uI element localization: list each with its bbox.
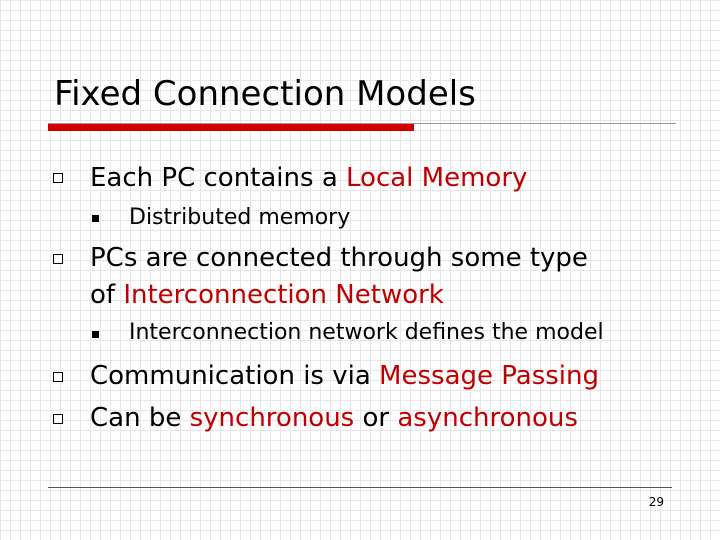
bullet-2-highlight: Interconnection Network (123, 280, 444, 310)
hollow-square-bullet-icon (53, 254, 63, 264)
bullet-4-text-plain-2: or (354, 403, 398, 433)
slide-title: Fixed Connection Models (54, 74, 476, 114)
bullet-1-highlight: Local Memory (346, 163, 528, 193)
bullet-1-text-plain: Each PC contains a (90, 163, 347, 193)
bullet-2-text-plain: of (90, 280, 124, 310)
bullet-3-highlight: Message Passing (379, 361, 600, 391)
title-underline-accent (48, 124, 414, 131)
bullet-2-line-2: of Interconnection Network (90, 277, 444, 314)
filled-square-bullet-icon (92, 215, 99, 222)
bullet-4-highlight-1: synchronous (189, 403, 355, 433)
footer-rule (48, 487, 672, 488)
page-number: 29 (648, 495, 664, 509)
bullet-4-highlight-2: asynchronous (397, 403, 578, 433)
bullet-3-text: Communication is via Message Passing (90, 358, 599, 395)
bullet-2-subitem: Interconnection network defines the mode… (129, 320, 604, 345)
title-underline-thin (48, 123, 676, 124)
bullet-1-text: Each PC contains a Local Memory (90, 160, 527, 197)
bullet-3-text-plain: Communication is via (90, 361, 380, 391)
bullet-2-line-1: PCs are connected through some type (90, 243, 588, 273)
filled-square-bullet-icon (92, 331, 99, 338)
bullet-4-text-plain: Can be (90, 403, 190, 433)
bullet-4-text: Can be synchronous or asynchronous (90, 400, 578, 437)
hollow-square-bullet-icon (53, 173, 63, 183)
hollow-square-bullet-icon (53, 414, 63, 424)
hollow-square-bullet-icon (53, 372, 63, 382)
bullet-1-subitem: Distributed memory (129, 205, 351, 230)
